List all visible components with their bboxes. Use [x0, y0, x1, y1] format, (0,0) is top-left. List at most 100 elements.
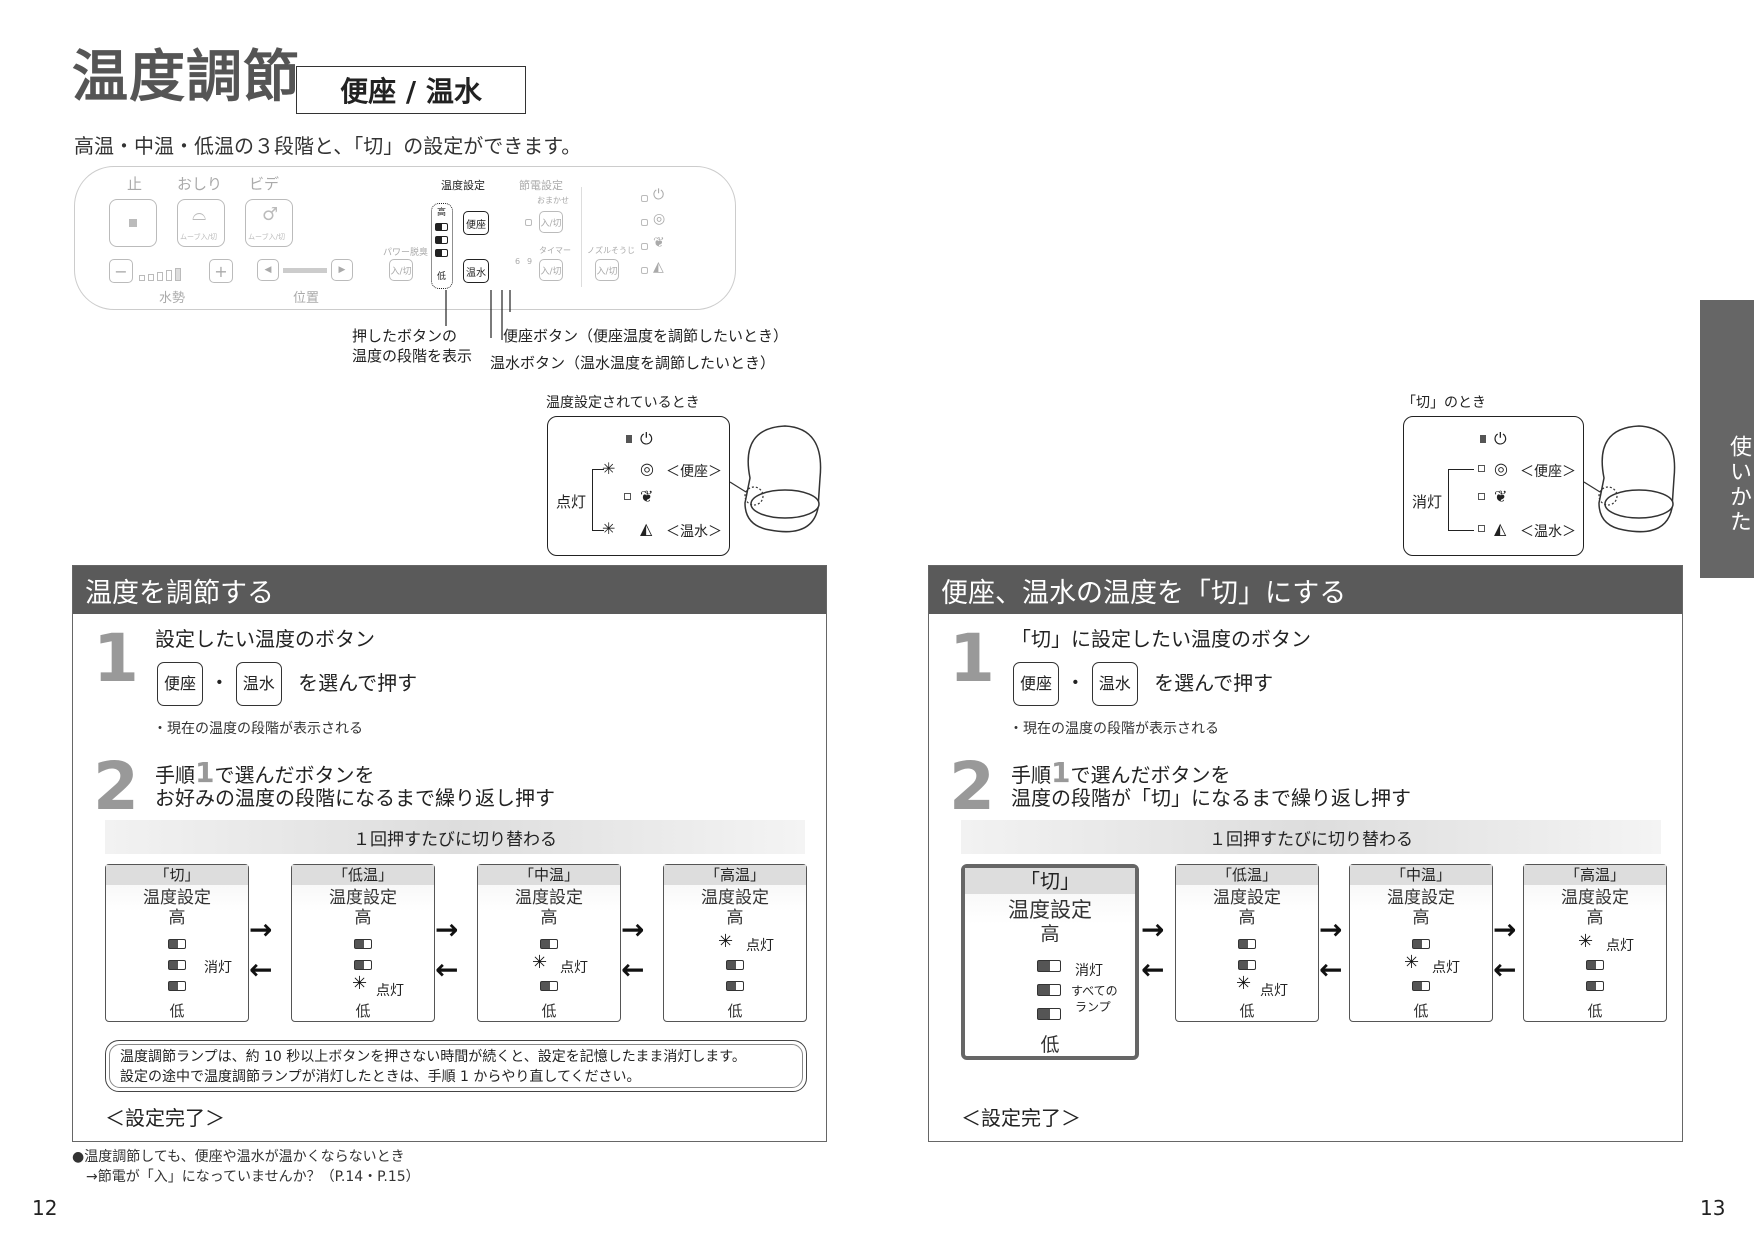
callout-lines	[445, 290, 511, 340]
rear-icon: ⌓	[192, 204, 207, 225]
power-icon: ⏻	[640, 429, 653, 448]
timer-button: 入/切	[539, 259, 563, 281]
lit-burst-icon: ✳	[1404, 952, 1420, 973]
state-on-caption: 温度設定されているとき	[546, 395, 700, 411]
left-arrow-icon: ←	[435, 953, 459, 986]
lit-burst-icon: ✳	[602, 459, 616, 478]
temp-setting-label: 温度設定	[441, 179, 485, 192]
bidet-label: ビデ	[249, 175, 280, 193]
auto-button: 入/切	[539, 211, 563, 233]
rear-button: ⌓ムーブ入/切	[177, 199, 225, 247]
right-arrow-icon: →	[435, 913, 459, 946]
left-arrow-icon: ←	[1141, 953, 1165, 986]
lamp-callout-1: 押したボタンの	[352, 327, 458, 345]
lit-burst-icon: ✳	[1236, 973, 1252, 994]
state-off-caption: 「切」のとき	[1402, 395, 1486, 411]
seat-icon: ◎	[640, 459, 654, 478]
lit-burst-icon: ✳	[602, 519, 616, 538]
water-key: 温水	[235, 662, 282, 706]
footer-tip-2: →節電が「入」になっていませんか？（P.14・P.15）	[86, 1169, 420, 1185]
right-arrow-icon: →	[249, 913, 273, 946]
deodor-button: 入/切	[389, 259, 413, 281]
water-drop-icon: ◭	[640, 519, 653, 538]
page-number-right: 13	[1700, 1196, 1726, 1220]
step1-note: ・現在の温度の段階が表示される	[153, 721, 363, 737]
step2-line2: 温度の段階が「切」になるまで繰り返し押す	[1011, 786, 1411, 810]
switch-band: １回押すたびに切り替わる	[105, 820, 805, 854]
left-arrow-icon: ←	[621, 953, 645, 986]
lit-label: 点灯	[556, 493, 587, 511]
position-label: 位置	[293, 291, 320, 306]
position-slider	[283, 268, 327, 273]
water-key: 温水	[1091, 662, 1138, 706]
stop-label: 止	[127, 175, 143, 193]
lit-burst-icon: ✳	[718, 931, 734, 952]
seat-tag: ＜便座＞	[666, 464, 722, 480]
panel-low: 「低温」 温度設定 高 ✳ 点灯 低	[1175, 864, 1319, 1022]
panel-high: 「高温」 温度設定 高 ✳ 点灯 低	[1523, 864, 1667, 1022]
water-drop-icon: ◭	[1494, 519, 1507, 538]
step2-number: 2	[949, 748, 995, 825]
step2-line1: 手順1で選んだボタンを	[155, 756, 375, 789]
remote-control: 止 おしり ビデ ⌓ムーブ入/切 ♂ムーブ入/切 − + 水勢 ◀ ▶ 位置 パ…	[74, 166, 736, 310]
panel-mid: 「中温」 温度設定 高 ✳ 点灯 低	[1349, 864, 1493, 1022]
lamp-mid	[435, 236, 448, 244]
water-button: 温水	[463, 259, 489, 283]
seat-tag: ＜便座＞	[1520, 464, 1576, 480]
panel-mid: 「中温」 温度設定 高 ✳ 点灯 低	[477, 864, 621, 1022]
step1-number: 1	[949, 620, 995, 697]
step2-number: 2	[93, 748, 139, 825]
panel-off: 「切」 温度設定 高 消灯 低	[105, 864, 249, 1022]
left-arrow-icon: ←	[1493, 953, 1517, 986]
right-arrow-icon: ▶	[331, 259, 353, 281]
title-box: 便座 / 温水	[296, 66, 526, 114]
bidet-button: ♂ムーブ入/切	[245, 199, 293, 247]
pressure-bars	[139, 267, 199, 281]
lit-burst-icon: ✳	[352, 973, 368, 994]
left-done: ＜設定完了＞	[105, 1106, 225, 1130]
seat-icon: ◎	[653, 211, 666, 227]
water-callout: 温水ボタン（温水温度を調節したいとき）	[490, 354, 776, 372]
eco-setting-label: 節電設定	[519, 179, 563, 192]
panel-high: 「高温」 温度設定 高 ✳ 点灯 低	[663, 864, 807, 1022]
step1-line1: 「切」に設定したい温度のボタン	[1011, 627, 1311, 651]
right-arrow-icon: →	[1493, 913, 1517, 946]
lit-burst-icon: ✳	[1578, 931, 1594, 952]
auto-label: おまかせ	[537, 196, 569, 205]
pressure-label: 水勢	[159, 291, 186, 306]
water-tag: ＜温水＞	[666, 524, 722, 540]
toilet-illustration	[1584, 425, 1676, 533]
toilet-illustration	[730, 425, 822, 533]
seat-icon: ◎	[1494, 459, 1508, 478]
lamp-low	[435, 249, 448, 257]
page-number-left: 12	[32, 1196, 58, 1220]
right-arrow-icon: →	[621, 913, 645, 946]
side-tab: 使いかた	[1700, 300, 1754, 578]
state-off-box: ⏻ ◎ ＜便座＞ ❦ ◭ ＜温水＞ 消灯	[1403, 416, 1584, 556]
lamp-high	[435, 223, 448, 231]
seat-key: 便座	[1013, 662, 1059, 706]
left-section-heading: 温度を調節する	[73, 566, 826, 614]
seat-callout: 便座ボタン（便座温度を調節したいとき）	[503, 327, 789, 345]
step1-action: 便座 ・ 温水 を選んで押す	[157, 662, 417, 706]
step2-line2: お好みの温度の段階になるまで繰り返し押す	[155, 786, 555, 810]
leaf-icon: ❦	[640, 487, 654, 506]
step1-action: 便座 ・ 温水 を選んで押す	[1013, 662, 1273, 706]
state-on-box: ⏻ ✳ ◎ ＜便座＞ ❦ ✳ ◭ ＜温水＞ 点灯	[547, 416, 730, 556]
right-section: 便座、温水の温度を「切」にする 1 「切」に設定したい温度のボタン 便座 ・ 温…	[928, 565, 1683, 1142]
seat-button: 便座	[463, 211, 489, 235]
water-tag: ＜温水＞	[1520, 524, 1576, 540]
water-drop-icon: ◭	[653, 259, 664, 275]
right-arrow-icon: →	[1141, 913, 1165, 946]
bidet-icon: ♂	[262, 204, 279, 225]
step1-number: 1	[93, 620, 139, 697]
page-subtitle: 高温・中温・低温の３段階と、「切」の設定ができます。	[74, 134, 582, 158]
deodor-label: パワー脱臭	[383, 248, 429, 258]
left-arrow-icon: ←	[1319, 953, 1343, 986]
switch-band: １回押すたびに切り替わる	[961, 820, 1661, 854]
left-arrow-icon: ◀	[257, 259, 279, 281]
lit-burst-icon: ✳	[532, 952, 548, 973]
step2-line1: 手順1で選んだボタンを	[1011, 756, 1231, 789]
step1-note: ・現在の温度の段階が表示される	[1009, 721, 1219, 737]
panel-off-highlight: 「切」 温度設定 高 消灯 すべての ランプ 低	[961, 864, 1139, 1060]
